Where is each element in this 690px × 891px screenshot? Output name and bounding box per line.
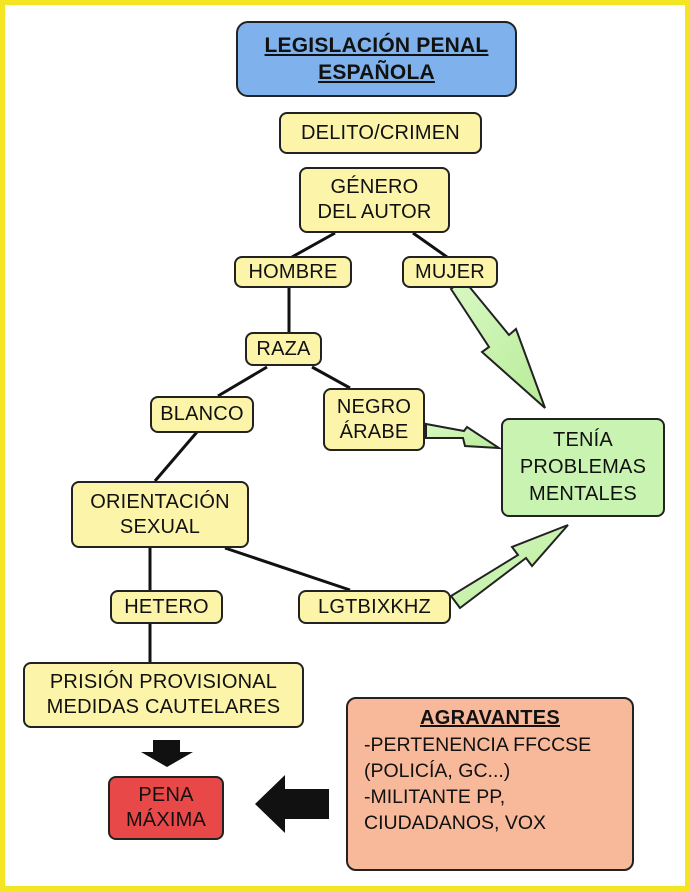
prision-node: PRISIÓN PROVISIONAL MEDIDAS CAUTELARES	[23, 662, 304, 728]
tenia-line2: PROBLEMAS	[519, 456, 647, 478]
genero-node: GÉNERO DEL AUTOR	[299, 167, 450, 233]
raza-label: RAZA	[256, 337, 311, 360]
tenia-line1: TENÍA	[553, 429, 613, 451]
line-blanco-orientacion	[153, 431, 199, 482]
title-line1: LEGISLACIÓN PENAL	[264, 34, 489, 57]
delito-label: DELITO/CRIMEN	[301, 121, 460, 144]
arrow-prision-pena	[141, 740, 193, 767]
mujer-label: MUJER	[415, 260, 485, 283]
negro-arabe-node: NEGRO ÁRABE	[323, 388, 425, 451]
line-genero-hombre	[291, 231, 336, 259]
agravantes-heading: AGRAVANTES	[419, 707, 561, 729]
genero-line2: DEL AUTOR	[317, 201, 432, 223]
orientacion-line1: ORIENTACIÓN	[90, 490, 230, 513]
line-raza-blanco	[217, 365, 268, 398]
hombre-label: HOMBRE	[248, 260, 338, 283]
arrow-lgtb-tenia	[449, 524, 569, 610]
genero-line1: GÉNERO	[330, 176, 419, 198]
arrow-agravantes-pena	[255, 775, 329, 833]
line-orientacion-lgtb	[224, 546, 351, 592]
negro-line2: ÁRABE	[339, 420, 409, 443]
prision-line1: PRISIÓN PROVISIONAL	[49, 671, 278, 693]
mujer-node: MUJER	[402, 256, 498, 288]
arrow-mujer-tenia	[449, 277, 546, 409]
tenia-problemas-node: TENÍA PROBLEMAS MENTALES	[501, 418, 665, 517]
agravantes-item-4: CIUDADANOS, VOX	[364, 812, 547, 834]
tenia-line3: MENTALES	[529, 483, 637, 505]
pena-maxima-node: PENA MÁXIMA	[108, 776, 224, 840]
agravantes-item-1: -PERTENENCIA FFCCSE	[364, 734, 592, 756]
agravantes-box: AGRAVANTES -PERTENENCIA FFCCSE (POLICÍA,…	[346, 697, 634, 871]
hetero-label: HETERO	[124, 595, 209, 618]
orientacion-node: ORIENTACIÓN SEXUAL	[71, 481, 249, 548]
lgtb-label: LGTBIXKHZ	[318, 595, 431, 618]
negro-line1: NEGRO	[336, 395, 412, 418]
hetero-node: HETERO	[110, 590, 223, 624]
delito-node: DELITO/CRIMEN	[279, 112, 482, 154]
orientacion-line2: SEXUAL	[119, 515, 201, 538]
hombre-node: HOMBRE	[234, 256, 352, 288]
title-line2: ESPAÑOLA	[318, 61, 435, 84]
blanco-node: BLANCO	[150, 396, 254, 433]
agravantes-item-2: (POLICÍA, GC...)	[364, 760, 511, 782]
arrow-negro-tenia	[425, 422, 503, 450]
agravantes-item-3: -MILITANTE PP,	[364, 786, 506, 808]
lgtb-node: LGTBIXKHZ	[298, 590, 451, 624]
legislacion-penal-node: LEGISLACIÓN PENAL ESPAÑOLA	[236, 21, 517, 97]
pena-line1: PENA	[138, 784, 194, 806]
line-genero-mujer	[412, 231, 448, 259]
line-raza-negro	[311, 365, 351, 390]
blanco-label: BLANCO	[160, 403, 244, 425]
pena-line2: MÁXIMA	[125, 809, 207, 831]
raza-node: RAZA	[245, 332, 322, 366]
prision-line2: MEDIDAS CAUTELARES	[46, 696, 281, 718]
